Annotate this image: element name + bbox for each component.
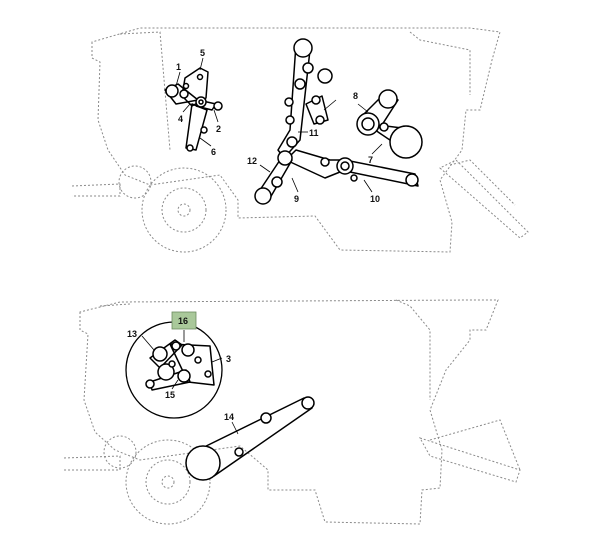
- pulley-9b: [320, 157, 330, 167]
- pulley-15b: [177, 369, 191, 383]
- pulley-14c: [260, 412, 272, 424]
- pulley-11e: [285, 115, 295, 125]
- pulley-9a: [277, 150, 293, 166]
- pulley-12: [254, 187, 272, 205]
- callouts-top: 1 5 4 2 6 11 8 7 12 9 10: [176, 48, 380, 204]
- callout-15: 15: [165, 390, 175, 400]
- pulley-6: [200, 126, 208, 134]
- callout-10: 10: [370, 194, 380, 204]
- pulley-14b: [301, 396, 315, 410]
- machine-outline-bottom: [63, 299, 521, 525]
- pulley-13a: [152, 346, 168, 362]
- callout-16: 16: [178, 316, 188, 326]
- pulley-17a: [311, 95, 321, 105]
- pulley-15a: [157, 363, 175, 381]
- callout-16-highlight: [171, 311, 197, 330]
- pulley-15d: [168, 360, 176, 368]
- detail-circle: [125, 321, 223, 419]
- callout-9: 9: [294, 194, 299, 204]
- pulley-5a: [196, 73, 204, 81]
- pulley-11a: [302, 62, 314, 74]
- callout-11: 11: [309, 128, 319, 138]
- pulley-11d: [284, 97, 294, 107]
- pulley-11b: [317, 68, 333, 84]
- callout-5: 5: [200, 48, 205, 58]
- belt-group-1-6: [164, 67, 223, 152]
- belt-group-14: [185, 396, 315, 481]
- machine-outline-top: [71, 27, 529, 253]
- pulley-7b: [389, 125, 423, 159]
- callout-8: 8: [353, 91, 358, 101]
- callout-13: 13: [127, 329, 137, 339]
- pulley-4-hub: [198, 99, 204, 105]
- pulley-7a: [379, 122, 389, 132]
- pulley-8b-hub: [361, 117, 375, 131]
- callout-1: 1: [176, 62, 181, 72]
- pulley-13b: [171, 341, 181, 351]
- belt-group-7-8: [356, 89, 423, 159]
- pulley-11c: [294, 78, 306, 90]
- pulley-1a: [165, 84, 179, 98]
- leaders-top: [175, 57, 383, 193]
- callouts-bottom: 16 13 3 15 14: [127, 311, 234, 422]
- belt-6: [185, 103, 208, 151]
- pulley-17b: [315, 115, 325, 125]
- pulley-9c: [350, 174, 358, 182]
- leaders-bottom: [141, 330, 239, 435]
- pulley-5b: [182, 82, 190, 90]
- belt-3: [169, 343, 215, 386]
- pulley-3c: [204, 370, 212, 378]
- callout-3: 3: [226, 354, 231, 364]
- pulley-8a: [378, 89, 398, 109]
- pulley-14d: [234, 447, 244, 457]
- callout-4: 4: [178, 114, 183, 124]
- pulley-2: [213, 101, 223, 111]
- pulley-3a: [181, 343, 195, 357]
- pulley-10b: [405, 173, 419, 187]
- pulley-11-top: [293, 38, 313, 58]
- pulley-3b: [194, 356, 202, 364]
- pulley-12b: [271, 176, 283, 188]
- belt-group-9-12: [254, 38, 419, 205]
- pulley-15c: [145, 379, 155, 389]
- callout-2: 2: [216, 124, 221, 134]
- pulley-1b: [179, 89, 189, 99]
- pulley-11f: [286, 136, 298, 148]
- pulley-10a-hub: [340, 161, 350, 171]
- pulley-6b: [186, 144, 194, 152]
- callout-6: 6: [211, 147, 216, 157]
- callout-12: 12: [247, 156, 257, 166]
- pulley-14a: [185, 445, 221, 481]
- callout-14: 14: [224, 412, 234, 422]
- callout-7: 7: [368, 155, 373, 165]
